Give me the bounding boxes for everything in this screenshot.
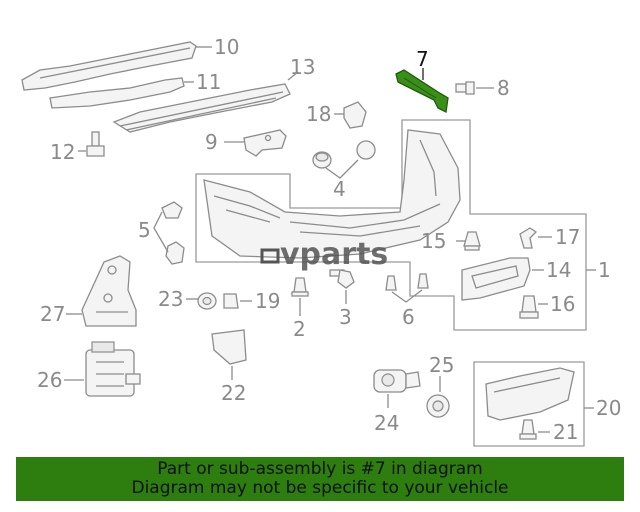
label-22: 22: [221, 381, 246, 405]
part-9-bracket[interactable]: [243, 129, 287, 157]
part-5-clips[interactable]: [161, 201, 185, 265]
part-22-cover[interactable]: [211, 329, 247, 365]
part-26-module[interactable]: [85, 341, 141, 397]
part-19-clip[interactable]: [223, 293, 239, 309]
banner-line-2: Diagram may not be specific to your vehi…: [131, 478, 509, 498]
label-10: 10: [214, 35, 239, 59]
part-8-screw[interactable]: [455, 81, 475, 95]
part-4-plugs[interactable]: [312, 140, 376, 169]
banner-line-1: Part or sub-assembly is #7 in diagram: [157, 459, 483, 479]
label-15: 15: [421, 229, 446, 253]
label-8: 8: [497, 76, 510, 100]
label-3: 3: [339, 305, 352, 329]
label-26: 26: [37, 368, 62, 392]
part-13-step-pad[interactable]: [112, 83, 291, 133]
part-25-ring[interactable]: [426, 394, 450, 418]
label-18: 18: [306, 102, 331, 126]
label-21: 21: [553, 420, 578, 444]
part-18-pad[interactable]: [343, 101, 367, 129]
assembly-frame-1: [195, 119, 587, 331]
label-25: 25: [429, 353, 454, 377]
label-11: 11: [196, 70, 221, 94]
part-10-rail[interactable]: [21, 41, 197, 91]
leader-6: [391, 289, 423, 303]
part-3-screw[interactable]: [329, 269, 355, 289]
label-24: 24: [374, 411, 399, 435]
label-4: 4: [333, 177, 346, 201]
leader-4: [325, 159, 359, 179]
part-16-bolt[interactable]: [519, 295, 539, 319]
label-13: 13: [290, 55, 315, 79]
part-12-bolt[interactable]: [86, 131, 105, 157]
part-info-banner: Part or sub-assembly is #7 in diagram Di…: [16, 457, 624, 501]
watermark-logo: vparts: [260, 237, 388, 272]
label-2: 2: [293, 317, 306, 341]
label-12: 12: [50, 140, 75, 164]
label-5: 5: [138, 218, 151, 242]
label-20: 20: [596, 396, 621, 420]
label-16: 16: [550, 292, 575, 316]
part-11-absorber[interactable]: [49, 77, 185, 109]
label-14: 14: [546, 258, 571, 282]
label-17: 17: [555, 225, 580, 249]
part-2-push-clip[interactable]: [291, 277, 309, 297]
leader-13: [287, 71, 299, 81]
watermark-text: vparts: [280, 237, 388, 272]
part-17-hook[interactable]: [519, 227, 538, 249]
label-23: 23: [158, 287, 183, 311]
label-1: 1: [598, 258, 611, 282]
part-21-bolt[interactable]: [519, 419, 537, 440]
part-15-clip[interactable]: [463, 231, 481, 251]
part-20-reflector[interactable]: [485, 367, 575, 421]
part-7-retainer-highlighted[interactable]: [395, 69, 449, 113]
part-14-garnish[interactable]: [461, 257, 531, 301]
part-6-clips[interactable]: [385, 273, 429, 291]
label-27: 27: [40, 302, 65, 326]
part-24-sensor[interactable]: [373, 369, 421, 393]
bumper-cover[interactable]: [203, 129, 461, 259]
label-7: 7: [416, 47, 429, 71]
label-9: 9: [205, 130, 218, 154]
leader-5: [153, 211, 169, 253]
label-6: 6: [402, 305, 415, 329]
label-19: 19: [255, 289, 280, 313]
part-27-bracket[interactable]: [81, 255, 137, 327]
part-23-grommet[interactable]: [197, 292, 217, 310]
assembly-frame-20: [473, 361, 585, 447]
